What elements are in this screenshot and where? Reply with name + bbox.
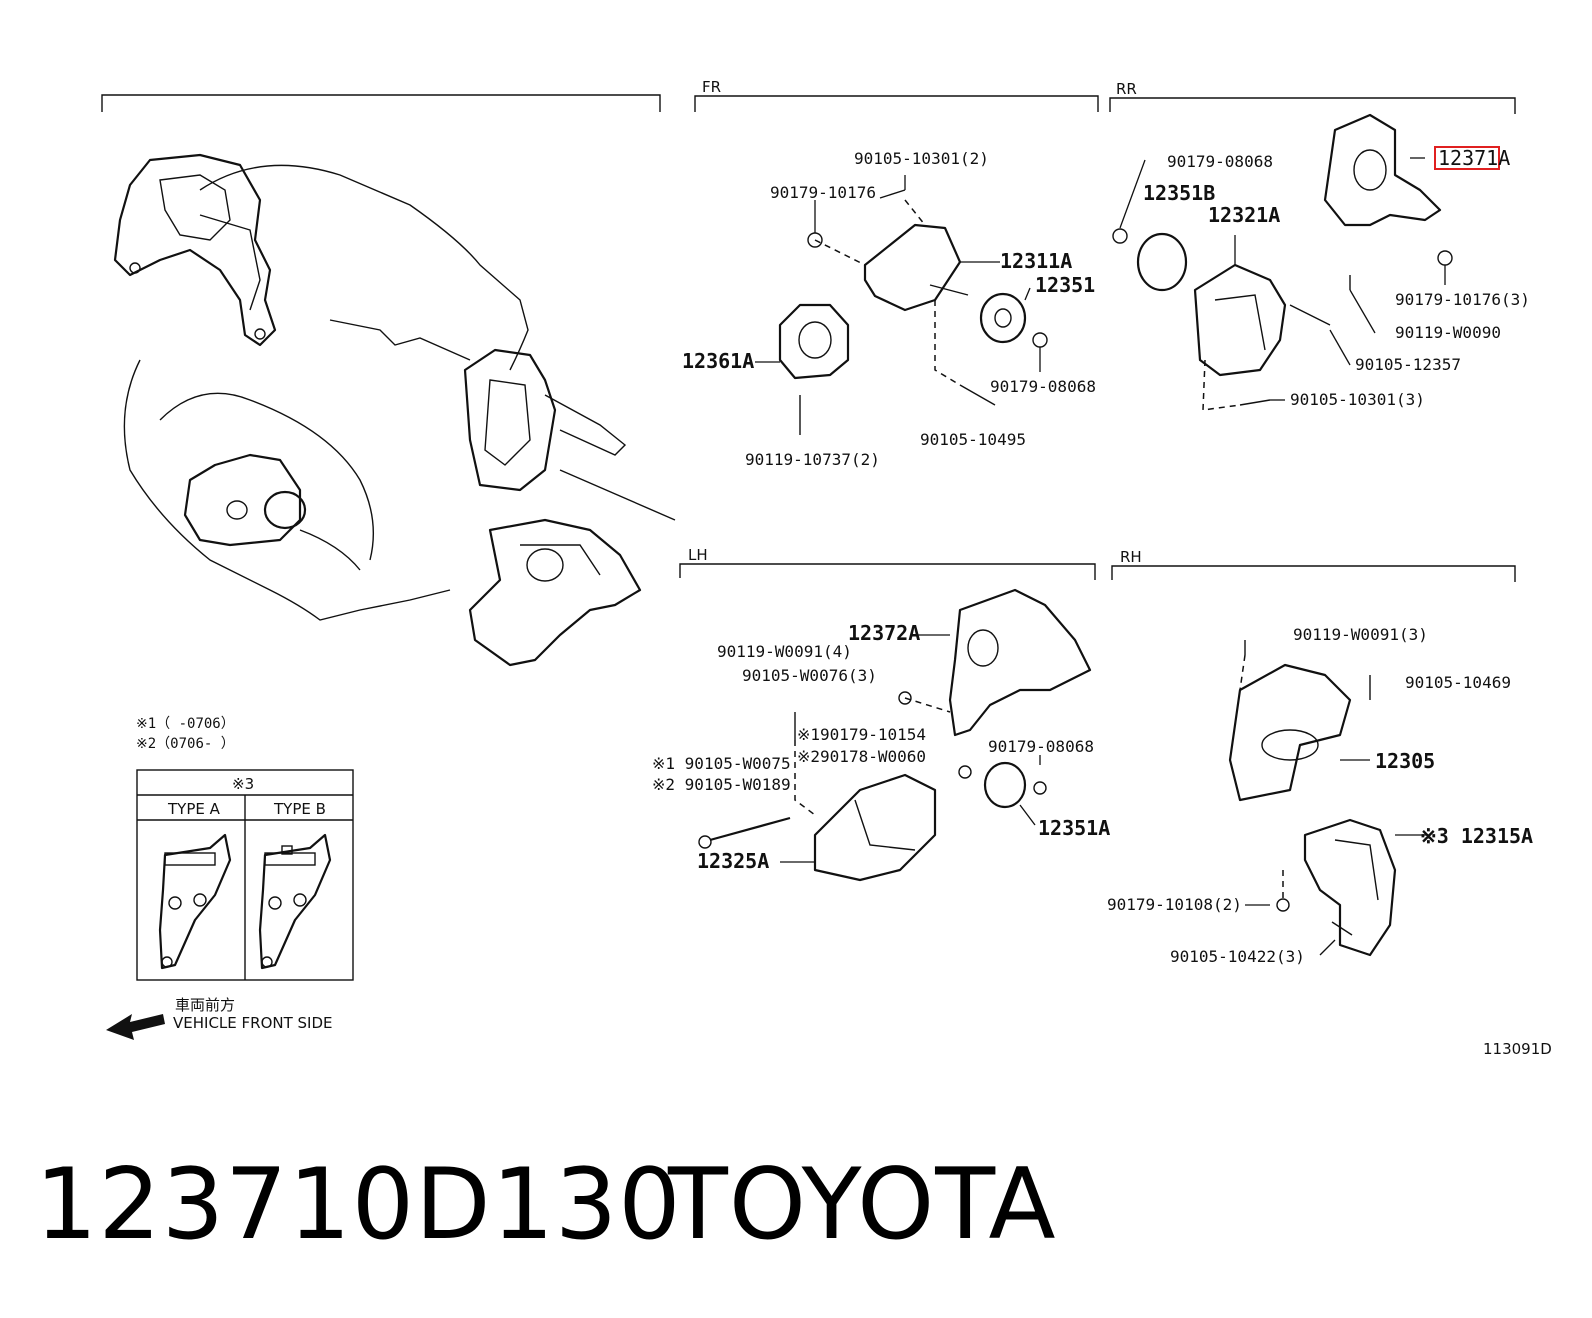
part-number: 123710D130 (35, 1148, 682, 1262)
rh-parts (1228, 640, 1397, 957)
label-90179-08068-rr[interactable]: 90179-08068 (1167, 152, 1273, 171)
label-90179-10154[interactable]: ※190179-10154 (797, 725, 926, 744)
label-90179-10108-2[interactable]: 90179-10108(2) (1107, 895, 1242, 914)
fr-parts (778, 189, 1048, 435)
label-12321A[interactable]: 12321A (1208, 203, 1280, 227)
label-90105-10422-3[interactable]: 90105-10422(3) (1170, 947, 1305, 966)
type-a-bracket (158, 833, 232, 970)
section-label-rh: RH (1120, 548, 1142, 566)
section-label-rr: RR (1116, 80, 1137, 98)
label-90179-10176[interactable]: 90179-10176 (770, 183, 876, 202)
type-table-header: ※3 (232, 775, 254, 793)
note-2: ※2（0706- ） (136, 736, 235, 752)
fr-bushing-12351 (979, 292, 1027, 344)
fr-mount-12361A (778, 303, 850, 380)
label-90119-W0090[interactable]: 90119-W0090 (1395, 323, 1501, 342)
label-90179-08068-lh[interactable]: 90179-08068 (988, 737, 1094, 756)
label-90105-W0189[interactable]: ※2 90105-W0189 (652, 775, 791, 794)
note-1: ※1（ -0706） (136, 716, 235, 732)
vehicle-front-en: VEHICLE FRONT SIDE (173, 1014, 333, 1032)
label-90119-10737-2[interactable]: 90119-10737(2) (745, 450, 880, 469)
label-12361A[interactable]: 12361A (682, 349, 754, 373)
arrow-left-icon (106, 1014, 165, 1040)
overview-bracket (101, 94, 661, 112)
type-b-bracket (258, 833, 332, 970)
label-90105-W0076-3[interactable]: 90105-W0076(3) (742, 666, 877, 685)
rr-mount-12371A (1323, 113, 1442, 227)
section-label-lh: LH (688, 546, 708, 564)
part-highlight-box (1434, 146, 1500, 170)
label-90119-W0091-4[interactable]: 90119-W0091(4) (717, 642, 852, 661)
label-90105-12357[interactable]: 90105-12357 (1355, 355, 1461, 374)
label-12315A[interactable]: ※3 12315A (1420, 824, 1533, 848)
label-12325A[interactable]: 12325A (697, 849, 769, 873)
leader-lines (755, 157, 1446, 956)
lh-parts (698, 588, 1092, 882)
lh-bolt (709, 816, 791, 842)
label-12351A[interactable]: 12351A (1038, 816, 1110, 840)
rr-bracket-12321A (1193, 263, 1287, 377)
label-12372A[interactable]: 12372A (848, 621, 920, 645)
lh-bushing-12351A (983, 761, 1027, 809)
type-a-label: TYPE A (167, 800, 221, 818)
label-90105-10495[interactable]: 90105-10495 (920, 430, 1026, 449)
fr-bracket-12311A (863, 223, 962, 312)
rh-mount-12305 (1228, 663, 1352, 802)
label-90105-W0075[interactable]: ※1 90105-W0075 (652, 754, 791, 773)
type-b-label: TYPE B (273, 800, 326, 818)
type-table: ※3 TYPE A TYPE B (136, 769, 354, 981)
diagram-code: 113091D (1483, 1040, 1552, 1058)
rr-parts (1112, 113, 1453, 411)
lh-bracket-12325A (813, 773, 937, 882)
engine-overview-illustration (113, 153, 676, 667)
lh-mount-12372A (948, 588, 1092, 737)
label-12371A[interactable]: 12371A (1438, 146, 1510, 170)
brand-name: TOYOTA (668, 1148, 1057, 1262)
label-90179-08068-fr[interactable]: 90179-08068 (990, 377, 1096, 396)
rh-bracket-12315A (1303, 818, 1397, 957)
label-90105-10469[interactable]: 90105-10469 (1405, 673, 1511, 692)
section-label-fr: FR (702, 78, 721, 96)
label-12351[interactable]: 12351 (1035, 273, 1095, 297)
label-12311A[interactable]: 12311A (1000, 249, 1072, 273)
vehicle-front-jp: 車両前方 (175, 996, 235, 1014)
lh-bracket: LH (679, 546, 1096, 580)
vehicle-front-indicator: 車両前方 VEHICLE FRONT SIDE (106, 996, 333, 1040)
rh-bracket: RH (1111, 548, 1516, 582)
label-12305[interactable]: 12305 (1375, 749, 1435, 773)
rr-bushing-12351B (1136, 232, 1188, 292)
label-90105-10301-3[interactable]: 90105-10301(3) (1290, 390, 1425, 409)
fr-bracket: FR (694, 78, 1099, 112)
label-90179-10176-3[interactable]: 90179-10176(3) (1395, 290, 1530, 309)
label-90119-W0091-3[interactable]: 90119-W0091(3) (1293, 625, 1428, 644)
label-90178-W0060[interactable]: ※290178-W0060 (797, 747, 926, 766)
rr-bracket: RR (1109, 80, 1516, 114)
label-90105-10301-2[interactable]: 90105-10301(2) (854, 149, 989, 168)
label-12351B[interactable]: 12351B (1143, 181, 1215, 205)
